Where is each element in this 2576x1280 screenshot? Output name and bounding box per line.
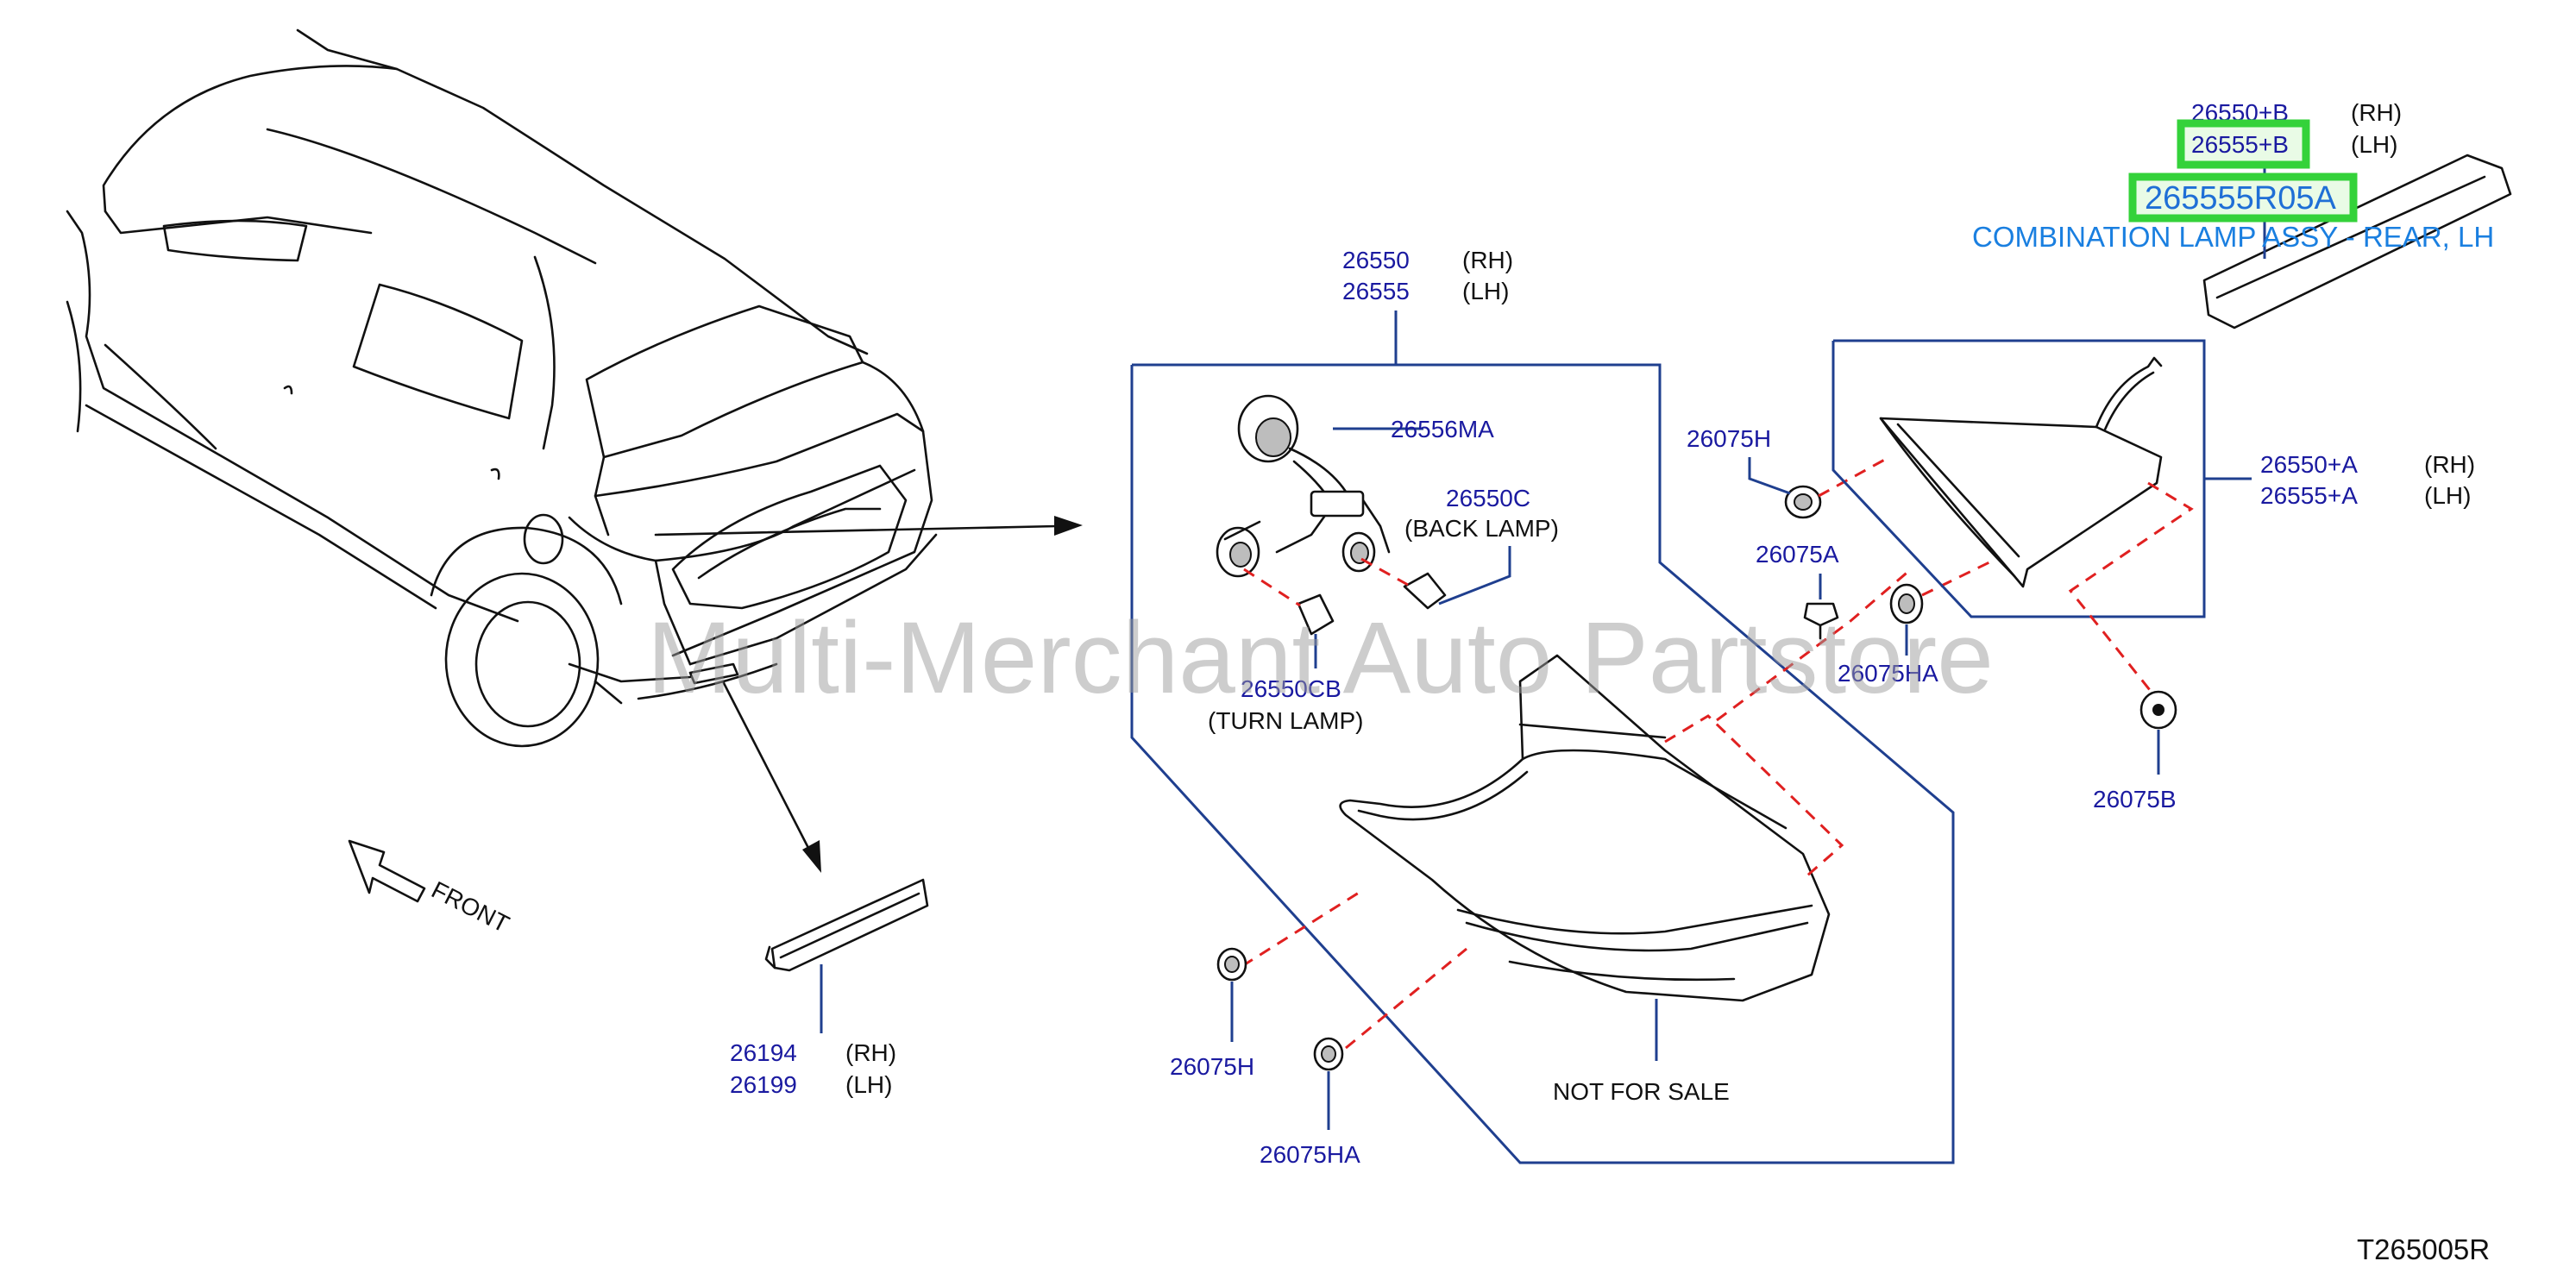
front-arrow-icon — [348, 839, 426, 903]
grommet-right-ha-part[interactable]: 26075HA — [1838, 660, 1938, 687]
back-lamp-bulb-icon — [1403, 572, 1447, 610]
inner-lamp-lh-part[interactable]: 26555+A — [2260, 482, 2358, 509]
arrow-head-down — [802, 840, 821, 873]
grommet-a-part[interactable]: 26075A — [1756, 541, 1839, 568]
grommet-right-h-part[interactable]: 26075H — [1687, 425, 1771, 452]
inner-lamp-icon — [1879, 417, 2163, 588]
grommet-left-ha: 26075HA — [1260, 1037, 1360, 1168]
not-for-sale-label: NOT FOR SALE — [1553, 1078, 1730, 1105]
bulb-socket-part[interactable]: 26556MA — [1391, 416, 1494, 442]
assembly-rh-part[interactable]: 26550 — [1342, 247, 1410, 273]
watermark: Multi-Merchant Auto Partstore — [647, 601, 1994, 715]
grommet-left-h: 26075H — [1170, 947, 1254, 1080]
back-lamp-label: (BACK LAMP) — [1404, 515, 1559, 542]
garnish-lh-label: (LH) — [2351, 131, 2397, 158]
highlighted-part-description: COMBINATION LAMP ASSY - REAR, LH — [1972, 221, 2494, 253]
side-marker-lamp: 26194 (RH) 26199 (LH) — [730, 878, 929, 1098]
front-label: FRONT — [427, 876, 513, 938]
grommet-b: 26075B — [2093, 690, 2177, 813]
side-marker-rh-part[interactable]: 26194 — [730, 1039, 797, 1066]
vehicle-illustration — [66, 28, 938, 748]
tail-lamp-housing — [1339, 654, 1831, 1002]
back-lamp-part[interactable]: 26550C — [1446, 485, 1530, 511]
turn-lamp-part[interactable]: 26550CB — [1241, 675, 1341, 702]
side-marker-lh-part[interactable]: 26199 — [730, 1071, 797, 1098]
assembly-lh-label: (LH) — [1462, 278, 1509, 304]
inner-lamp-group: 26550+A (RH) 26555+A (LH) — [1831, 339, 2475, 700]
grommet-a: 26075A — [1756, 541, 1839, 640]
garnish-rh-label: (RH) — [2351, 99, 2402, 126]
side-marker-rh-label: (RH) — [845, 1039, 896, 1066]
garnish-lh-part[interactable]: 26555+B — [2191, 131, 2289, 158]
front-direction-indicator: FRONT — [348, 839, 513, 938]
side-marker-lh-label: (LH) — [845, 1071, 892, 1098]
highlighted-part-box — [2128, 173, 2358, 223]
garnish-lh-highlight — [2177, 119, 2310, 169]
turn-lamp-bulb-icon — [1297, 593, 1335, 636]
reference-code: T265005R — [2357, 1233, 2490, 1265]
rear-garnish: 26550+B (RH) 26555+B (LH) 265555R05A COM… — [1972, 99, 2512, 329]
inner-lamp-rh-part[interactable]: 26550+A — [2260, 451, 2358, 478]
inner-lamp-lh-label: (LH) — [2424, 482, 2471, 509]
highlighted-part-number[interactable]: 265555R05A — [2145, 180, 2337, 216]
tail-lamp-assembly-group: 26550 (RH) 26555 (LH) 26556MA 26550C (BA… — [1130, 247, 1955, 1164]
arrow-head-right — [1054, 516, 1083, 536]
grommet-left-h-part[interactable]: 26075H — [1170, 1053, 1254, 1080]
bulb-socket-harness — [1216, 394, 1391, 578]
grommet-left-ha-part[interactable]: 26075HA — [1260, 1141, 1360, 1168]
assembly-rh-label: (RH) — [1462, 247, 1513, 273]
grommet-b-part[interactable]: 26075B — [2093, 786, 2177, 813]
garnish-strip-icon — [2202, 154, 2512, 329]
turn-lamp-label: (TURN LAMP) — [1208, 707, 1363, 734]
inner-lamp-rh-label: (RH) — [2424, 451, 2475, 478]
assembly-lh-part[interactable]: 26555 — [1342, 278, 1410, 304]
grommet-right-ha: 26075HA — [1838, 559, 1994, 687]
grommet-right-h: 26075H — [1687, 425, 1890, 519]
callout-arrows — [654, 516, 1083, 873]
